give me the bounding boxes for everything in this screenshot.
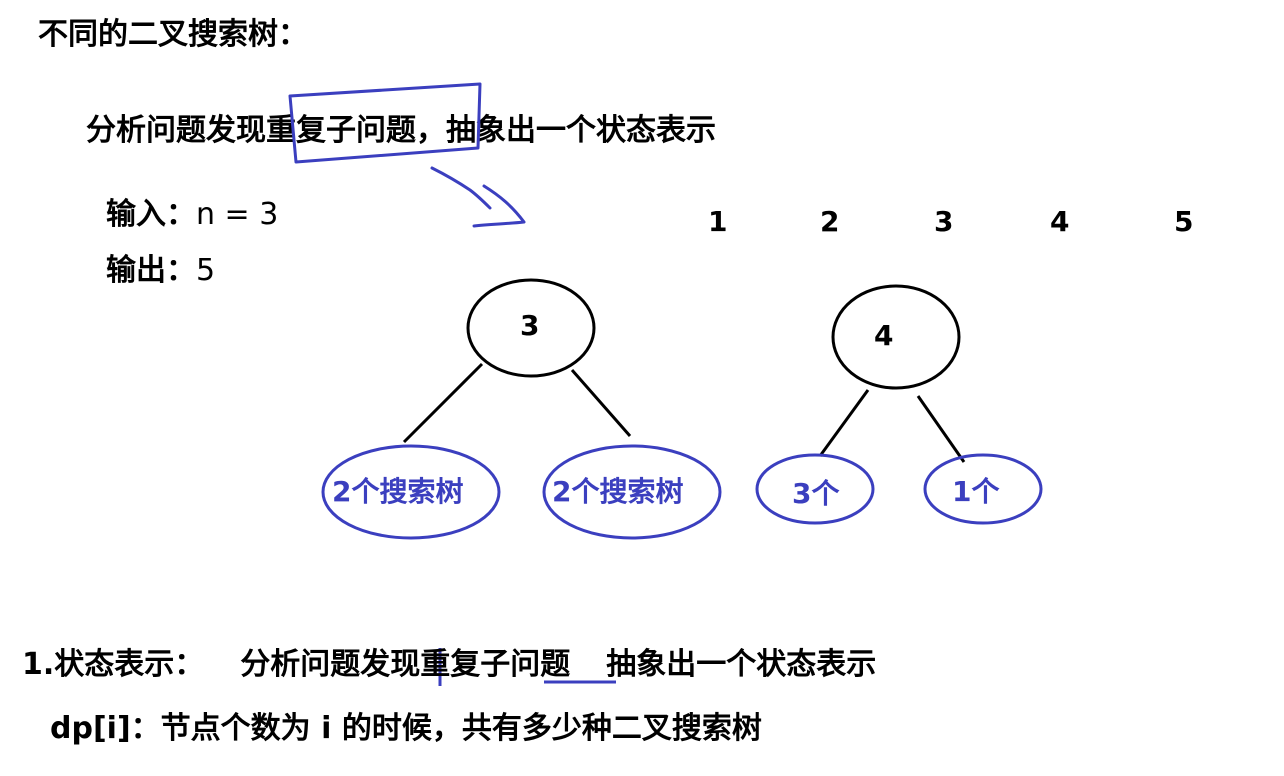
tree-left-edge-left <box>402 362 484 444</box>
state-line: 1.状态表示： 分析问题发现重复子问题抽象出一个状态表示 <box>22 650 876 680</box>
state-prefix: 1.状态表示： <box>22 647 205 682</box>
sequence-number-4: 4 <box>1050 205 1070 238</box>
sequence-number-1: 1 <box>708 205 728 238</box>
dp-text: 节点个数为 i 的时候，共有多少种二叉搜索树 <box>160 711 762 746</box>
input-line: 输入：n = 3 <box>106 200 278 230</box>
dp-definition-line: dp[i]：节点个数为 i 的时候，共有多少种二叉搜索树 <box>50 714 762 744</box>
tree-left-right-child-node <box>542 444 722 540</box>
subtitle-part2: ，抽象出一个状态表示 <box>416 113 716 148</box>
tree-left-right-child-label: 2个搜索树 <box>552 475 684 508</box>
squiggle-arrow <box>430 166 492 210</box>
output-label: 输出： <box>106 253 196 288</box>
tree-left-edge-right <box>570 369 632 437</box>
input-value: n = 3 <box>196 197 279 232</box>
tree-right-root-label: 4 <box>874 319 894 352</box>
squiggle-arrow-tip <box>472 184 526 228</box>
tree-right-edge-left <box>818 389 870 457</box>
sequence-number-2: 2 <box>820 205 840 238</box>
input-label: 输入： <box>106 197 196 232</box>
subtitle-part1: 分析问题发现 <box>86 113 266 148</box>
state-part3: 抽象出一个状态表示 <box>606 647 877 682</box>
tree-right-left-child-node <box>755 453 875 525</box>
dp-prefix: dp[i]： <box>50 711 161 746</box>
output-line: 输出：5 <box>106 256 215 286</box>
tree-left-left-child-label: 2个搜索树 <box>332 475 464 508</box>
tree-right-right-child-label: 1个 <box>952 475 1000 508</box>
tree-right-left-child-label: 3个 <box>792 477 840 510</box>
tree-left-root-node <box>466 278 596 378</box>
output-value: 5 <box>196 253 216 288</box>
state-part2: 重复子问题 <box>420 647 571 682</box>
tree-right-root-node <box>831 284 961 390</box>
tree-left-root-label: 3 <box>520 309 540 342</box>
highlight-box <box>288 82 482 164</box>
subtitle: 分析问题发现重复子问题，抽象出一个状态表示 <box>86 116 716 146</box>
state-part1: 分析问题发现 <box>240 647 421 682</box>
sequence-number-3: 3 <box>934 205 954 238</box>
page-title: 不同的二叉搜索树： <box>38 17 308 52</box>
sequence-number-5: 5 <box>1174 205 1194 238</box>
tree-left-left-child-node <box>321 444 501 540</box>
tree-right-edge-right <box>916 395 966 463</box>
tree-right-right-child-node <box>923 453 1043 525</box>
